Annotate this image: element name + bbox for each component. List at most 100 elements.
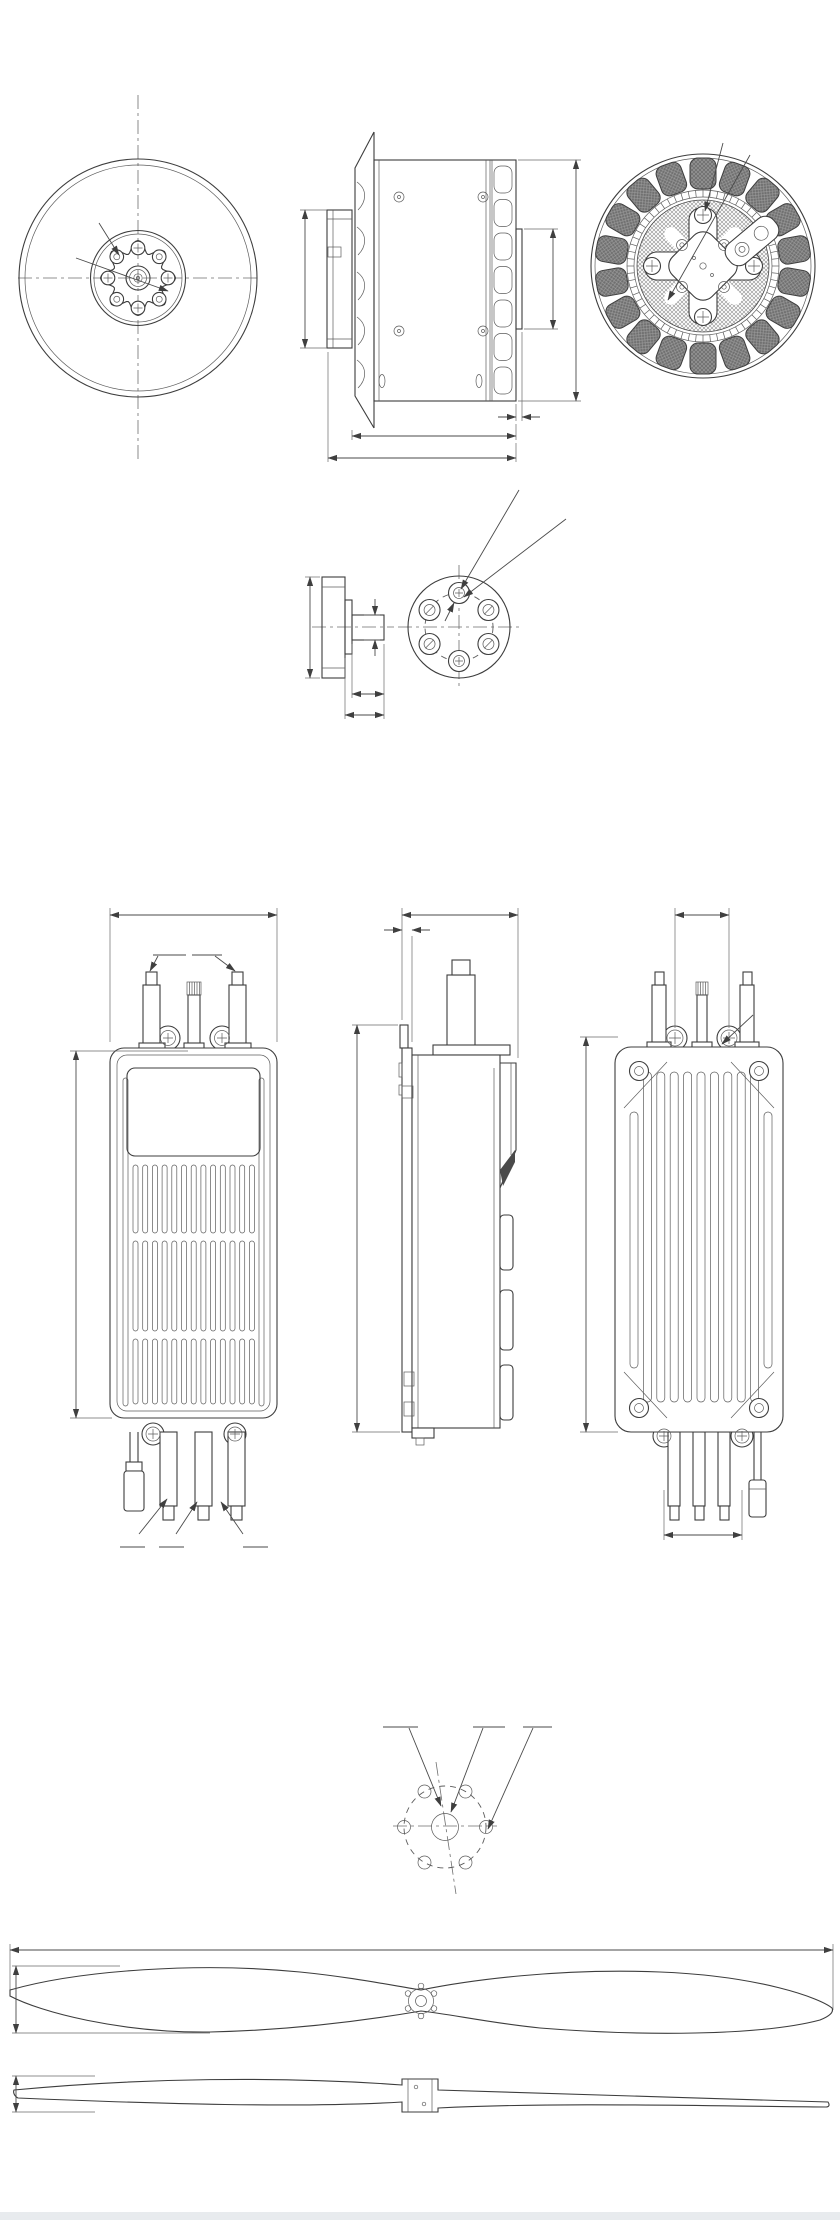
prop-side-outline <box>13 2078 830 2113</box>
esc-front-ribs <box>132 1164 255 1405</box>
magnet-segment <box>689 157 717 190</box>
motor-rear-connector <box>724 215 780 267</box>
magnet-segment <box>655 161 688 197</box>
prop-hub-holes <box>397 1784 493 1870</box>
motor-side-view <box>300 131 581 462</box>
stator-tooth <box>751 314 757 320</box>
stator-tooth <box>644 217 650 223</box>
heatsink-rib <box>763 1111 773 1369</box>
through-hole <box>453 655 465 667</box>
magnet <box>777 267 811 297</box>
stator-tooth <box>635 229 643 234</box>
hole-slash <box>425 605 435 615</box>
esc-vcc-wire <box>228 984 247 1050</box>
adapter-flange <box>321 576 346 679</box>
heatsink-rib <box>171 1164 178 1234</box>
heatsink-rib <box>710 1071 719 1403</box>
esc-signal-wire-rear <box>695 981 709 1049</box>
stator-tooth <box>746 319 752 325</box>
magnet <box>689 157 717 190</box>
heatsink-rib <box>132 1338 139 1405</box>
heatsink-rib <box>161 1240 168 1332</box>
stator-tooth <box>654 319 660 325</box>
heatsink-rib <box>181 1164 187 1234</box>
magnet <box>595 267 629 297</box>
motor-side-rotor-slots <box>491 160 513 401</box>
screw-cross <box>163 273 173 283</box>
esc-signal-cable-front <box>123 1432 145 1512</box>
heatsink-rib <box>210 1164 216 1234</box>
stator-tooth <box>639 304 646 309</box>
hole-cross <box>455 589 463 597</box>
heatsink-rib <box>723 1071 733 1403</box>
stator-tooth <box>635 298 643 303</box>
motor-front-view <box>18 95 258 462</box>
stator-tooth <box>766 292 774 296</box>
esc-front-view <box>70 908 278 1548</box>
heatsink-rib <box>629 1111 639 1369</box>
heatsink-rib <box>239 1338 246 1405</box>
hub-bolt-dot <box>430 2005 438 2012</box>
stator-tooth <box>735 326 740 334</box>
prop-hub-view <box>383 1726 552 1895</box>
heatsink-rib <box>683 1071 692 1403</box>
bolt-hole <box>109 291 125 307</box>
bolt-hole <box>151 291 167 307</box>
magnet <box>718 161 751 197</box>
esc-rear-body <box>614 1046 784 1433</box>
motor-front-outline <box>18 158 258 398</box>
stator-tooth <box>649 212 655 218</box>
stator-tooth <box>716 191 719 199</box>
stator-tooth <box>756 309 762 315</box>
magnet-segment <box>745 177 780 213</box>
magnet-segment <box>745 319 780 355</box>
stator-tooth <box>687 333 690 341</box>
heatsink-rib <box>669 1071 679 1403</box>
heatsink-rib <box>229 1164 236 1234</box>
stator-tooth <box>649 314 655 320</box>
heatsink-rib <box>210 1240 216 1332</box>
heatsink-rib <box>229 1240 236 1332</box>
esc-side-plate <box>401 1047 413 1433</box>
hub-bolt-dot <box>417 1982 425 1990</box>
stator-tooth <box>768 243 776 247</box>
stator-tooth <box>746 207 752 213</box>
stator-tooth <box>632 292 640 296</box>
stator-tooth <box>716 333 719 341</box>
prop-hub-center-hole <box>431 1813 459 1841</box>
esc-side-wire <box>432 959 511 1056</box>
magnet-segment <box>765 295 801 329</box>
esc-phase-wire-a <box>159 1431 178 1507</box>
heatsink-rib <box>219 1338 226 1405</box>
hub-bolt-hole <box>458 1855 473 1870</box>
through-hole <box>423 638 436 650</box>
heatsink-rib <box>181 1240 187 1332</box>
stator-tooth <box>673 195 677 203</box>
heatsink-rib <box>161 1164 168 1234</box>
magnet <box>626 319 661 355</box>
heatsink-rib <box>656 1071 666 1403</box>
heatsink-rib <box>219 1164 226 1234</box>
esc-label-plate <box>126 1067 261 1157</box>
stator-tooth <box>729 329 733 337</box>
heatsink-rib <box>161 1338 168 1405</box>
rotor-vent-slot <box>493 199 513 227</box>
motor-section <box>18 95 816 719</box>
stator-tooth <box>632 236 640 240</box>
heatsink-rib <box>190 1164 197 1234</box>
stator-tooth <box>639 223 646 228</box>
stator-tooth <box>741 323 746 330</box>
heatsink-rib <box>132 1240 139 1332</box>
screw-cross <box>103 273 113 283</box>
through-hole <box>482 604 495 616</box>
magnet-segment <box>626 319 661 355</box>
stator-tooth <box>709 334 711 342</box>
hole-slash <box>483 605 493 615</box>
stator-tooth <box>673 329 677 337</box>
magnet <box>626 177 661 213</box>
screw-hole <box>113 295 121 303</box>
through-hole <box>482 638 495 650</box>
magnet <box>605 203 641 237</box>
magnet <box>605 295 641 329</box>
hole-slash <box>483 639 493 649</box>
